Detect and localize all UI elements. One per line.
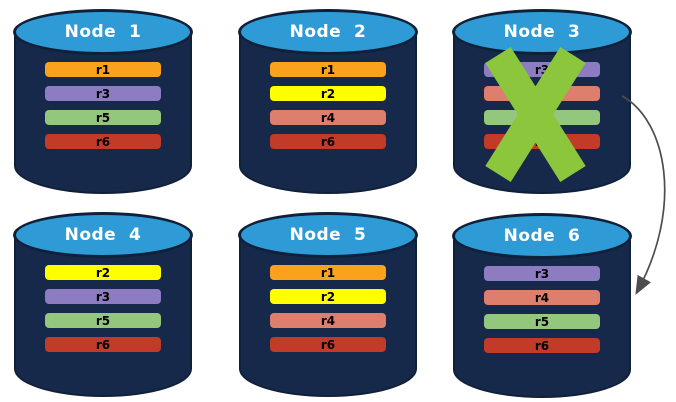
- node-title: Node 2: [289, 22, 367, 42]
- cylinder-top: Node 2: [238, 9, 418, 55]
- node-4: Node 4 r2 r3 r5 r6: [13, 212, 193, 398]
- replica-list: r2 r3 r5 r6: [13, 265, 193, 352]
- node-title: Node 5: [289, 225, 367, 245]
- cylinder-top: Node 1: [13, 9, 193, 55]
- replica-bar: r6: [45, 134, 161, 149]
- node-2: Node 2 r1 r2 r4 r6: [238, 9, 418, 195]
- replica-bar: r2: [270, 289, 386, 304]
- replica-bar: r5: [484, 314, 600, 329]
- replica-list: r1 r2 r4 r6: [238, 265, 418, 352]
- cylinder-top: Node 3: [452, 9, 632, 55]
- replica-bar: r2: [270, 86, 386, 101]
- replica-bar: r6: [45, 337, 161, 352]
- replica-bar: r3: [45, 289, 161, 304]
- node-5: Node 5 r1 r2 r4 r6: [238, 212, 418, 398]
- replica-bar: r2: [45, 265, 161, 280]
- node-title: Node 1: [64, 22, 142, 42]
- replica-bar: r6: [270, 134, 386, 149]
- cylinder-top: Node 4: [13, 212, 193, 258]
- cylinder-top: Node 5: [238, 212, 418, 258]
- node-3: Node 3 r3 r4 r5 r6: [452, 9, 632, 195]
- node-1: Node 1 r1 r3 r5 r6: [13, 9, 193, 195]
- replica-bar: r6: [270, 337, 386, 352]
- failure-x-icon: [485, 47, 586, 182]
- replica-list: r1 r3 r5 r6: [13, 62, 193, 149]
- replica-list: r1 r2 r4 r6: [238, 62, 418, 149]
- node-title: Node 6: [503, 226, 581, 246]
- replica-bar: r1: [270, 62, 386, 77]
- replica-bar: r4: [270, 313, 386, 328]
- replica-bar: r1: [270, 265, 386, 280]
- replica-bar: r4: [270, 110, 386, 125]
- replica-bar: r6: [484, 338, 600, 353]
- replica-bar: r5: [45, 313, 161, 328]
- replica-bar: r3: [484, 266, 600, 281]
- replica-bar: r1: [45, 62, 161, 77]
- cylinder-top: Node 6: [452, 213, 632, 259]
- node-title: Node 3: [503, 22, 581, 42]
- replica-list: r3 r4 r5 r6: [452, 266, 632, 353]
- node-6: Node 6 r3 r4 r5 r6: [452, 213, 632, 399]
- node-title: Node 4: [64, 225, 142, 245]
- replica-bar: r5: [45, 110, 161, 125]
- replica-bar: r4: [484, 290, 600, 305]
- replica-bar: r3: [45, 86, 161, 101]
